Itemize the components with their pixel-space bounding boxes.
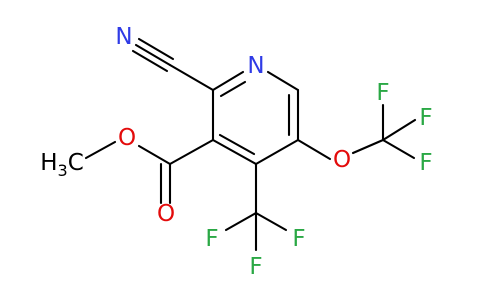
atom-o-ester: O: [118, 125, 136, 151]
bond-c5-c4: [254, 138, 300, 166]
bond-ocf3-ftr: [381, 118, 417, 142]
bond-c2-n: [211, 70, 245, 92]
bond-ocf3-fr: [381, 138, 416, 160]
bond-oeth-cocf3: [351, 138, 385, 155]
bond-c2-n-inner: [219, 80, 247, 98]
atom-f-cf3-left: F: [205, 226, 218, 252]
bond-nitrile-3: [131, 49, 169, 73]
bond-c2-cn: [168, 63, 215, 92]
bond-c4-c3-inner: [218, 133, 256, 156]
atom-labels: N N O O O F F F F F F H3C: [40, 24, 432, 280]
bond-c4-c3: [211, 138, 258, 166]
bond-cf3-fl: [224, 211, 258, 232]
atom-f-ocf3-right: F: [419, 150, 432, 176]
atom-n-nitrile: N: [115, 24, 132, 50]
atom-f-ocf3-top-right: F: [419, 105, 432, 131]
methyl-subscript: 3: [58, 161, 68, 180]
atom-f-cf3-right: F: [292, 226, 305, 252]
atom-o-carbonyl: O: [157, 201, 175, 227]
atom-o-ether: O: [333, 147, 351, 173]
bond-ccarb-oe: [137, 144, 172, 166]
atom-methyl: H3C: [40, 150, 84, 180]
atom-f-ocf3-top-left: F: [376, 80, 389, 106]
bond-oe-me: [84, 140, 117, 160]
atom-n-ring: N: [247, 53, 264, 79]
bond-n-c6: [266, 70, 300, 92]
bonds: [84, 37, 417, 252]
atom-f-cf3-bottom: F: [249, 254, 262, 280]
bond-nitrile-1: [134, 43, 172, 67]
methyl-c: C: [68, 150, 84, 176]
methyl-h: H: [40, 150, 57, 176]
bond-c5-oeth: [296, 138, 332, 161]
bond-nitrile-2: [137, 37, 175, 61]
bond-cf3-fr: [254, 211, 288, 232]
bond-c3-ccarb: [168, 138, 215, 166]
